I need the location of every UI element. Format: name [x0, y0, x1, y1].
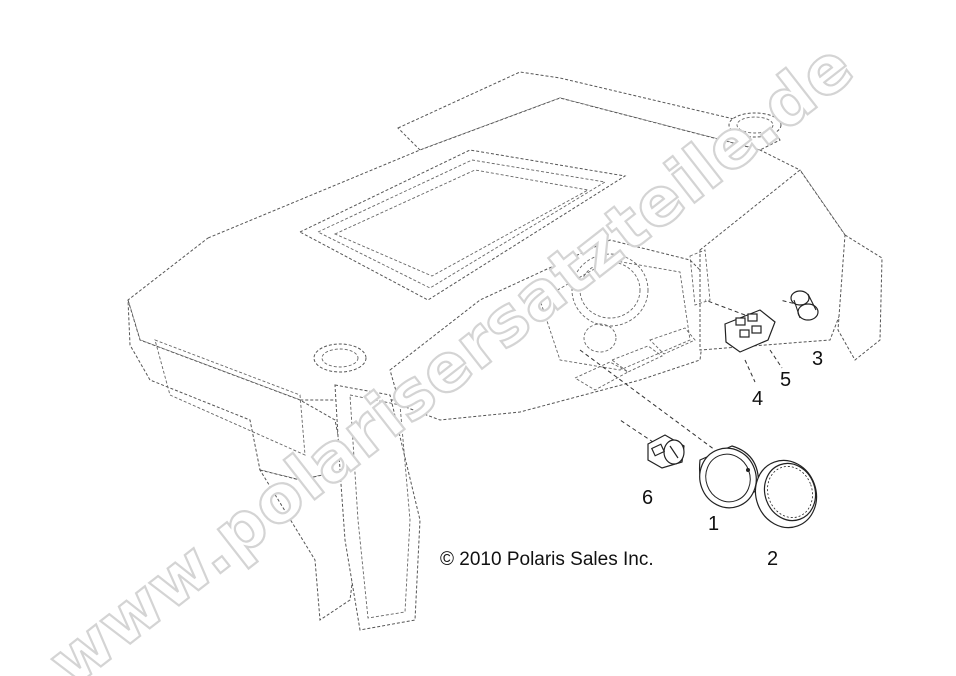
- part-6-key-switch: [647, 434, 685, 469]
- dashboard-assembly: [127, 71, 883, 631]
- callout-6-label: 6: [642, 487, 653, 509]
- callout-4-label: 4: [752, 388, 763, 410]
- part-1-speedometer: [698, 445, 760, 509]
- callout-5-label: 5: [780, 369, 791, 391]
- callout-1-label: 1: [708, 513, 719, 535]
- part-2-bezel-ring: [754, 459, 818, 529]
- callout-2-label: 2: [767, 548, 778, 570]
- copyright-text: © 2010 Polaris Sales Inc.: [440, 549, 654, 570]
- part-4-5-switch-module: [724, 309, 776, 353]
- part-3-bulb-socket: [790, 290, 819, 321]
- callout-3-label: 3: [812, 348, 823, 370]
